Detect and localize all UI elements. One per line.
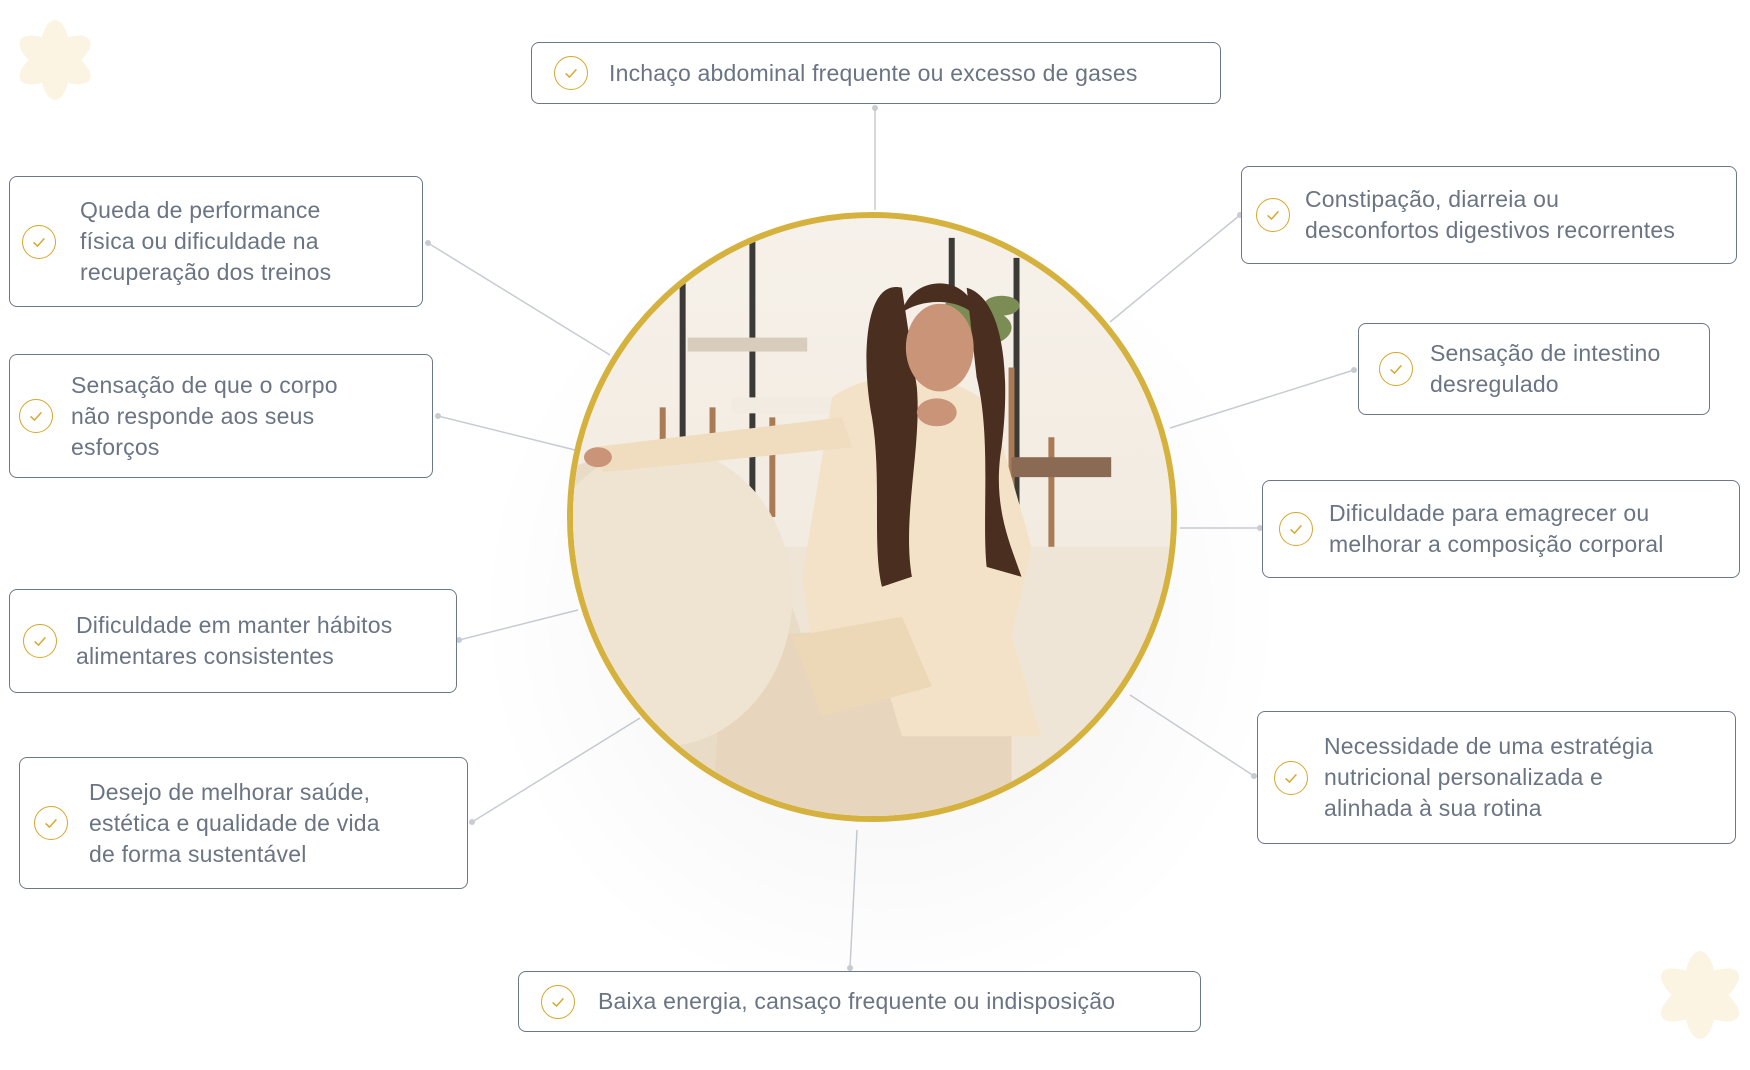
checklist-item-text: Dificuldade para emagrecer ou melhorar a… [1329,500,1664,557]
check-circle-icon [23,624,57,658]
profile-photo [567,212,1177,822]
checklist-item-text: Constipação, diarreia ou desconfortos di… [1305,186,1676,243]
checklist-item: Dificuldade em manter hábitos alimentare… [9,589,457,693]
check-circle-icon [19,399,53,433]
checklist-item: Necessidade de uma estratégia nutriciona… [1257,711,1736,844]
check-circle-icon [1279,512,1313,546]
checklist-item: Baixa energia, cansaço frequente ou indi… [518,971,1201,1032]
checklist-item-text: Sensação de que o corpo não responde aos… [71,371,338,460]
check-circle-icon [22,224,56,259]
check-circle-icon [541,984,575,1019]
check-circle-icon [34,806,68,840]
checklist-item: Queda de performance física ou dificulda… [9,176,423,307]
checklist-item-text: Baixa energia, cansaço frequente ou indi… [598,988,1116,1014]
check-circle-icon [1256,198,1290,232]
checklist-item: Sensação de que o corpo não responde aos… [9,354,433,478]
check-circle-icon [1379,352,1413,386]
checklist-item-text: Sensação de intestino desregulado [1430,340,1661,397]
checklist-item: Constipação, diarreia ou desconfortos di… [1241,166,1737,264]
flower-ornament-icon [1660,951,1740,1039]
checklist-item-text: Necessidade de uma estratégia nutriciona… [1324,733,1654,821]
checklist-item-text: Queda de performance física ou dificulda… [80,197,332,285]
check-circle-icon [1274,760,1308,795]
checklist-item: Dificuldade para emagrecer ou melhorar a… [1262,480,1740,578]
checklist-item-text: Inchaço abdominal frequente ou excesso d… [609,59,1138,86]
flower-ornament-icon [19,20,91,100]
check-circle-icon [554,56,588,90]
checklist-item: Sensação de intestino desregulado [1358,323,1710,415]
checklist-item-text: Desejo de melhorar saúde, estética e qua… [89,778,380,867]
checklist-item: Desejo de melhorar saúde, estética e qua… [19,757,468,889]
checklist-item-text: Dificuldade em manter hábitos alimentare… [76,612,393,669]
checklist-item: Inchaço abdominal frequente ou excesso d… [531,42,1221,104]
